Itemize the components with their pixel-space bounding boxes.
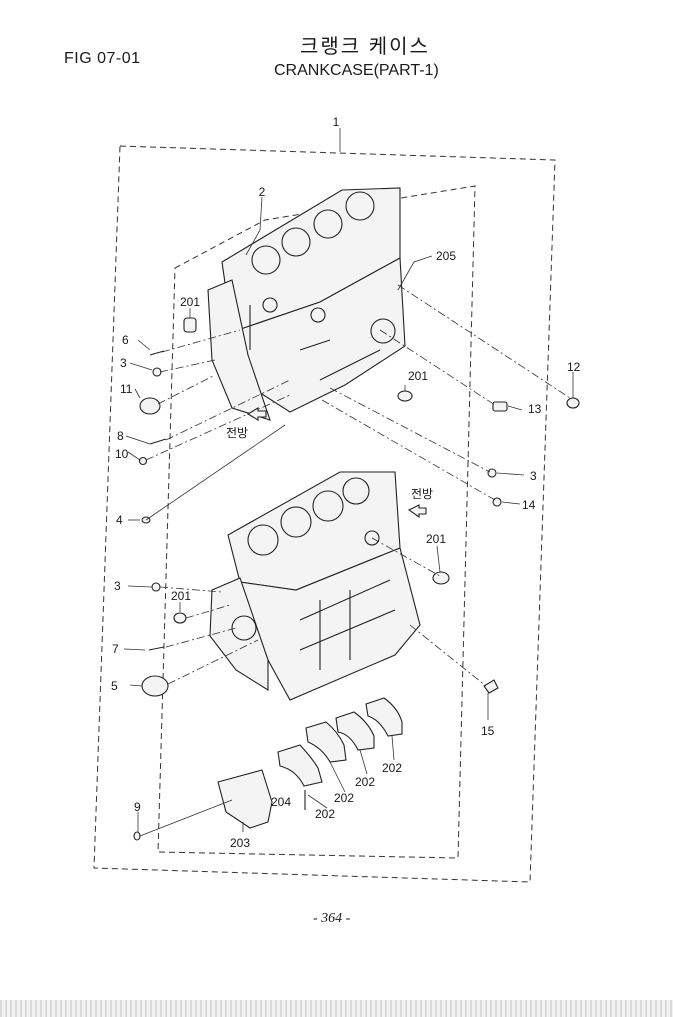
callout-202-b: 202 <box>355 775 375 789</box>
callout-201-b: 201 <box>408 369 428 383</box>
front-direction-label-lower: 전방 <box>411 487 433 501</box>
leader-lines <box>123 128 574 837</box>
plug-3-a <box>152 367 162 377</box>
bushing-201-d <box>173 612 187 624</box>
upper-block-ribs <box>249 305 381 381</box>
plug-10 <box>138 456 148 466</box>
callout-8: 8 <box>117 429 124 443</box>
cap-11 <box>139 397 161 415</box>
callout-204: 204 <box>271 795 291 809</box>
lower-bore-2 <box>280 506 312 538</box>
lower-cylinder-block-drawing <box>209 471 421 701</box>
part-callouts: 1 2 205 201 6 3 11 8 10 12 13 201 3 14 4… <box>111 115 581 850</box>
title-english: CRANKCASE(PART-1) <box>274 62 439 79</box>
upper-bore-1 <box>251 245 281 275</box>
bushing-201-c <box>432 571 450 585</box>
pin-9 <box>133 831 141 841</box>
callout-205: 205 <box>436 249 456 263</box>
callout-13: 13 <box>528 402 542 416</box>
plug-13 <box>492 401 508 412</box>
callout-202-c: 202 <box>334 791 354 805</box>
bearing-cap-202-c <box>335 711 375 751</box>
cap-5 <box>141 675 169 697</box>
callout-11: 11 <box>120 382 133 396</box>
callout-201-d: 201 <box>171 589 191 603</box>
callout-5: 5 <box>111 679 118 693</box>
plug-3-c <box>151 582 161 592</box>
callout-12: 12 <box>567 360 581 374</box>
assembly-1-boundary <box>93 145 556 883</box>
lower-front-boss <box>231 615 257 641</box>
lower-bore-3 <box>312 490 344 522</box>
callout-7: 7 <box>112 642 119 656</box>
plug-15 <box>483 679 499 694</box>
callout-201-c: 201 <box>426 532 446 546</box>
pin-7 <box>148 646 165 651</box>
plug-12 <box>566 397 580 409</box>
page-number: - 364 - <box>313 911 351 926</box>
callout-202-d: 202 <box>315 807 335 821</box>
lower-front-plate <box>209 577 269 691</box>
alignment-chain-lines <box>145 284 571 687</box>
upper-bore-4 <box>345 191 375 221</box>
upper-port <box>310 307 326 323</box>
callout-14: 14 <box>522 498 536 512</box>
front-direction-label-upper: 전방 <box>226 426 248 440</box>
lower-block-body <box>239 547 421 701</box>
callout-9: 9 <box>134 800 141 814</box>
bearing-cap-203 <box>217 769 273 829</box>
upper-front-plate <box>207 279 271 421</box>
lower-bore-4 <box>342 477 370 505</box>
assembly-2-boundary <box>157 185 476 859</box>
callout-2: 2 <box>259 185 266 199</box>
callout-202-a: 202 <box>382 761 402 775</box>
fig-number: FIG 07-01 <box>64 50 141 67</box>
small-parts <box>138 317 580 697</box>
pin-6 <box>149 350 165 356</box>
plug-3-b <box>487 468 497 478</box>
callout-3-a: 3 <box>120 356 127 370</box>
bearing-cap-202-b <box>305 721 347 763</box>
lower-bore-1 <box>247 524 279 556</box>
bushing-201-b <box>397 390 413 402</box>
bearing-cap-202-a <box>277 744 323 787</box>
bearing-caps <box>133 697 403 841</box>
front-direction-arrow-lower <box>407 504 427 519</box>
scan-edge-strip <box>0 1000 673 1017</box>
upper-bearing-boss <box>370 318 396 344</box>
callout-10: 10 <box>115 447 129 461</box>
title-korean: 크랭크 케이스 <box>300 36 430 58</box>
lower-block-ribs <box>299 579 396 670</box>
callout-15: 15 <box>481 724 495 738</box>
upper-bore-3 <box>313 209 343 239</box>
callout-203: 203 <box>230 836 250 850</box>
pin-8 <box>149 438 167 445</box>
callout-1: 1 <box>333 115 340 129</box>
callout-4: 4 <box>116 513 123 527</box>
callout-6: 6 <box>122 333 129 347</box>
front-direction-arrow-upper <box>246 407 267 421</box>
callout-201-a: 201 <box>180 295 200 309</box>
callout-3-c: 3 <box>114 579 121 593</box>
upper-cylinder-block-drawing <box>207 187 406 421</box>
lower-port <box>364 530 380 546</box>
callout-3-b: 3 <box>530 469 537 483</box>
upper-front-port <box>262 297 278 313</box>
bearing-cap-202-d <box>365 697 403 737</box>
upper-bore-2 <box>281 227 311 257</box>
bushing-201-a <box>183 317 197 333</box>
